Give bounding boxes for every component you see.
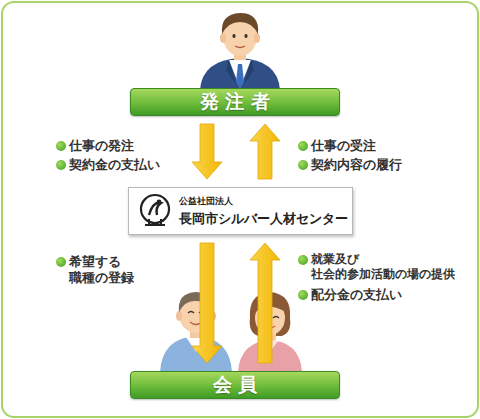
org-type: 公益社団法人 — [179, 195, 342, 208]
band-title: 会 員 — [213, 372, 258, 398]
flow-arrow — [192, 243, 222, 363]
flow-note: 配分金の支払い — [311, 287, 402, 303]
bullet-dot — [56, 141, 66, 151]
bullet-item: 契約内容の履行 — [298, 157, 448, 173]
client-band: 発 注 者 — [130, 88, 340, 116]
flow-note: 仕事の発注 — [69, 138, 134, 154]
flow-note: 契約内容の履行 — [311, 157, 402, 173]
flow-arrow — [192, 124, 222, 179]
bullet-item: 契約金の支払い — [56, 157, 176, 173]
bullet-dot — [298, 255, 308, 265]
member-band: 会 員 — [130, 371, 340, 399]
band-title: 発 注 者 — [200, 89, 270, 115]
center-box: 公益社団法人長岡市シルバー人材センター — [128, 187, 353, 235]
center-logo — [137, 193, 173, 229]
bullet-item: 仕事の受注 — [298, 138, 448, 154]
member-figures — [160, 292, 302, 372]
bullet-dot — [298, 290, 308, 300]
org-name: 長岡市シルバー人材センター — [179, 210, 342, 228]
flow-note: 仕事の受注 — [311, 138, 376, 154]
bullet-item: 希望する 職種の登録 — [56, 254, 146, 287]
bullet-dot — [298, 141, 308, 151]
bullet-dot — [56, 257, 66, 267]
flow-note: 就業及び 社会的参加活動の場の提供 — [311, 252, 468, 282]
flow-note: 契約金の支払い — [69, 157, 160, 173]
bullet-item: 仕事の発注 — [56, 138, 176, 154]
flow-arrow — [250, 124, 280, 179]
bullet-item: 就業及び 社会的参加活動の場の提供 — [298, 252, 468, 282]
flow-note: 希望する 職種の登録 — [69, 254, 146, 287]
bullet-dot — [298, 160, 308, 170]
flow-arrow — [250, 243, 280, 363]
bullet-item: 配分金の支払い — [298, 287, 448, 303]
client-figure — [200, 13, 280, 90]
bullet-dot — [56, 160, 66, 170]
